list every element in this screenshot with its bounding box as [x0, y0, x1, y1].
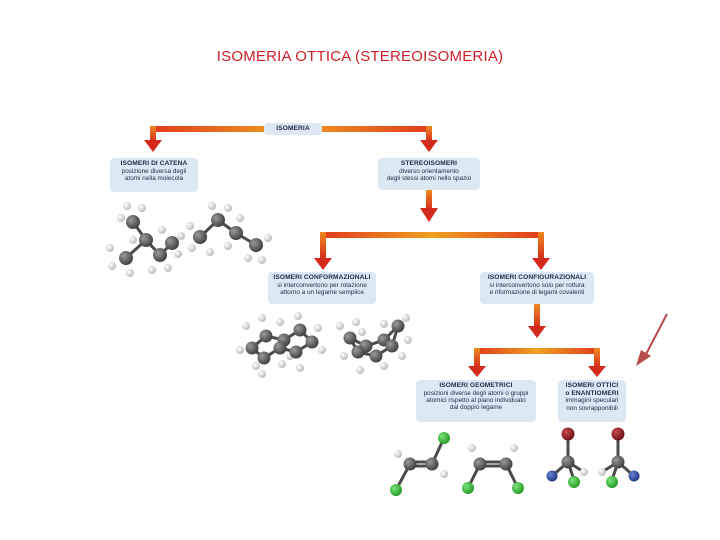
node-optical-title: ISOMERI OTTICI o ENANTIOMERI	[565, 382, 619, 397]
molecule-chain-branched	[106, 202, 185, 277]
node-geometric-title: ISOMERI GEOMETRICI	[439, 382, 513, 389]
node-stereoisomers-title: STEREOISOMERI	[400, 160, 458, 167]
node-conformational: ISOMERI CONFORMAZIONALI si interconverto…	[268, 272, 376, 304]
molecule-conformer-boat	[336, 314, 412, 374]
molecule-chain-linear	[186, 202, 272, 264]
molecule-enantiomer-1	[546, 427, 588, 488]
node-conformational-title: ISOMERI CONFORMAZIONALI	[273, 274, 371, 281]
node-optical-desc: immagini speculari non sovrapponibili	[565, 397, 619, 412]
pointer-arrow	[636, 313, 668, 366]
node-conformational-desc: si interconvertono per rotazione attorno…	[277, 281, 367, 296]
molecule-enantiomer-2	[598, 427, 640, 488]
node-configurational-desc: si interconvertono solo per rottura e ri…	[489, 281, 585, 296]
node-isomeria-title: ISOMERIA	[276, 125, 310, 132]
node-chain-isomers-desc: posizione diversa degli atomi nella mole…	[121, 167, 187, 182]
node-optical: ISOMERI OTTICI o ENANTIOMERI immagini sp…	[558, 380, 626, 422]
molecule-conformer-chair	[236, 312, 326, 378]
node-configurational: ISOMERI CONFIGURAZIONALI si interconvert…	[480, 272, 594, 304]
node-configurational-title: ISOMERI CONFIGURAZIONALI	[487, 274, 587, 281]
node-geometric-desc: posizioni diverse degli atomi o gruppi a…	[423, 389, 529, 412]
node-chain-isomers-title: ISOMERI DI CATENA	[120, 160, 188, 167]
molecule-geometric-trans	[390, 432, 450, 496]
node-stereoisomers: STEREOISOMERI diverso orientamento degli…	[378, 158, 480, 190]
page-title: ISOMERIA OTTICA (STEREOISOMERIA)	[216, 48, 504, 65]
node-isomeria: ISOMERIA	[264, 123, 322, 135]
node-stereoisomers-desc: diverso orientamento degli stessi atomi …	[386, 167, 472, 182]
node-chain-isomers: ISOMERI DI CATENA posizione diversa degl…	[110, 158, 198, 192]
molecule-geometric-cis	[462, 444, 524, 494]
node-geometric: ISOMERI GEOMETRICI posizioni diverse deg…	[416, 380, 536, 422]
